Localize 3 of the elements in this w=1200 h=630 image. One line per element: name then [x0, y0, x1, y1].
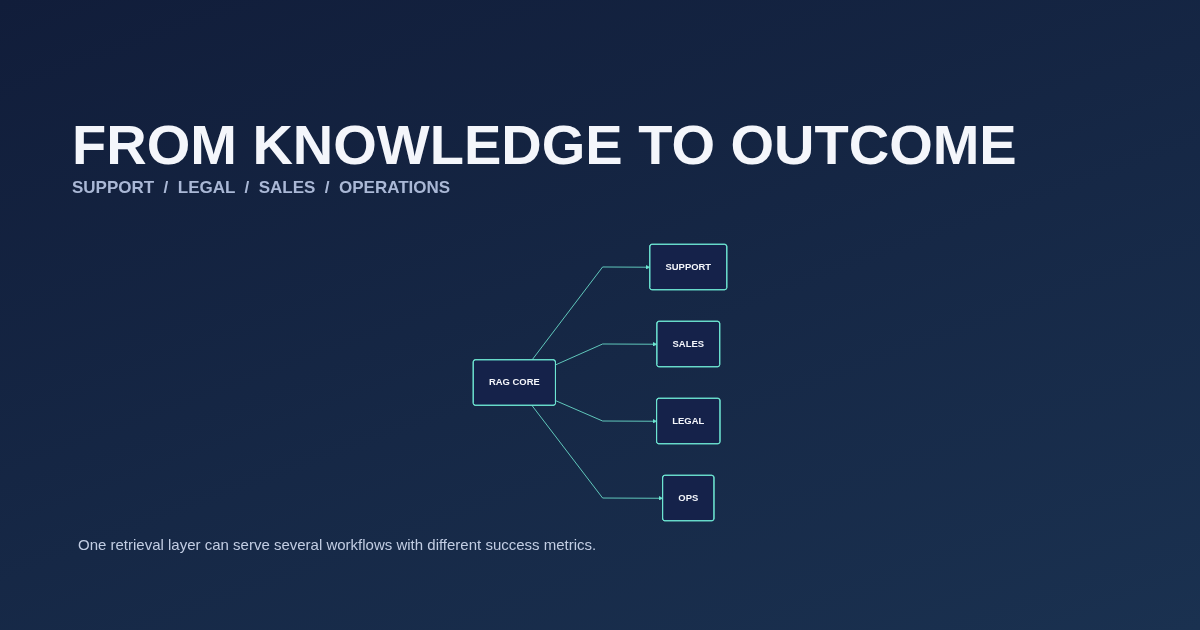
title: FROM KNOWLEDGE TO OUTCOME: [72, 112, 1017, 177]
caption: One retrieval layer can serve several workflows with different success metrics.: [78, 536, 597, 553]
subtitle: SUPPORT / LEGAL / SALES / OPERATIONS: [72, 178, 451, 198]
